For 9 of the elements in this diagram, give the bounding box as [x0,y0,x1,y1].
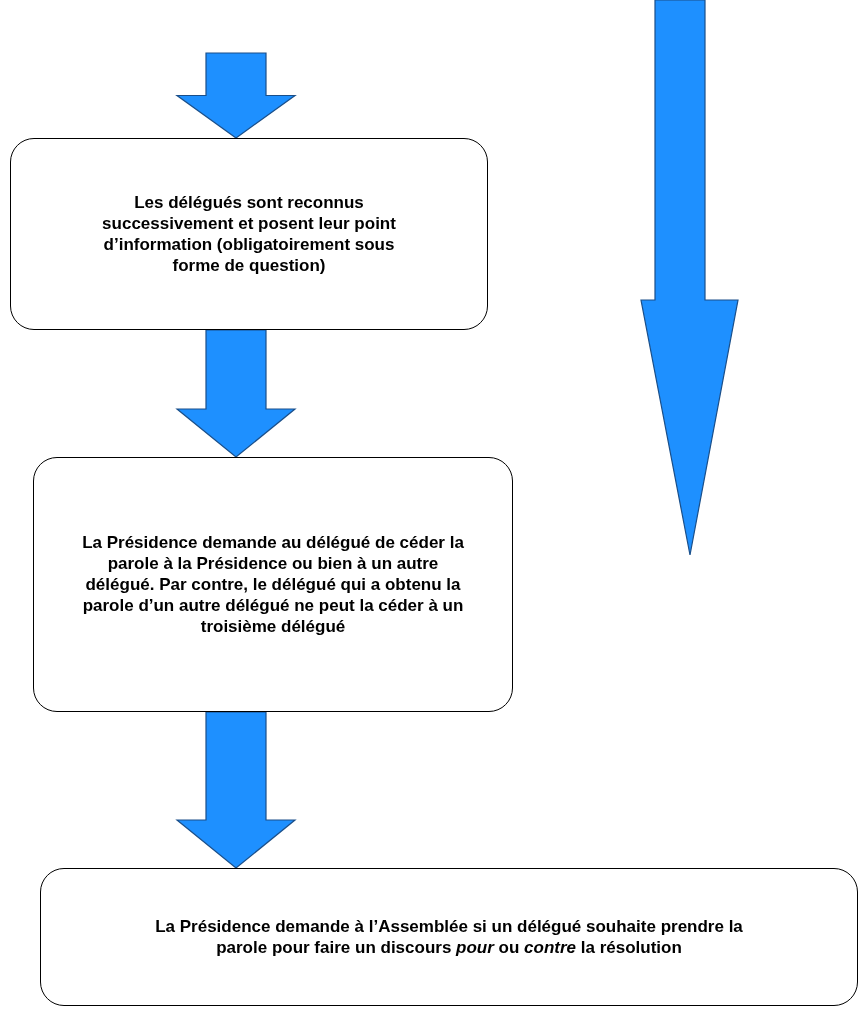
process-box [10,138,488,330]
process-box [33,457,513,712]
arrow [175,711,297,869]
box-text: La Présidence demande à l’Assemblée si un délégué souhaite prendre la parole pour faire un discours pour ou contre la résolution [154,916,744,958]
box-text: La Présidence demande au délégué de céder la parole à la Présidence ou bien à un autre délégué. Par contre, le délégué qui a obtenu la parole d’un autre délégué ne peut la céder à un troisième délégué [81,532,465,637]
arrow [175,329,297,458]
process-box [40,868,858,1006]
arrow [175,52,297,139]
box-text: Les délégués sont reconnus successivement et posent leur point d’information (obligatoirement sous forme de question) [101,192,397,276]
